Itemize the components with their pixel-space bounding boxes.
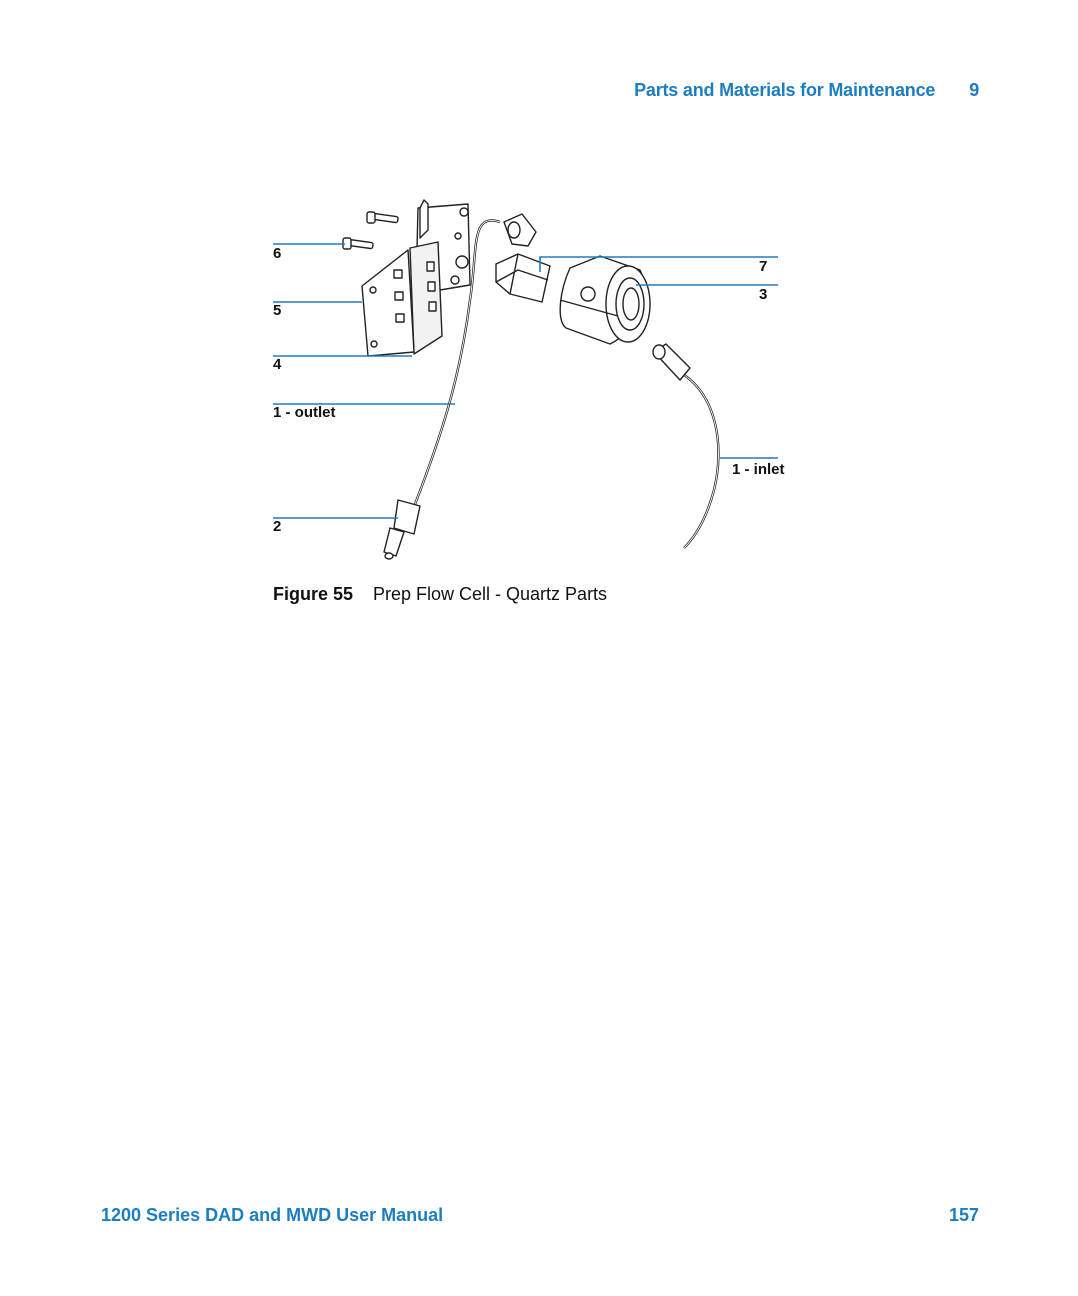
callout-4: 4 [273, 357, 281, 372]
screw-part [343, 238, 373, 249]
cell-body-part [560, 256, 650, 344]
outlet-fitting-part [504, 214, 536, 246]
exploded-parts-figure: 6 5 4 1 - outlet 2 7 3 1 - inlet [0, 0, 1078, 620]
callout-2: 2 [273, 519, 281, 534]
figure-caption-text: Prep Flow Cell - Quartz Parts [373, 584, 607, 604]
quartz-block-part [496, 254, 550, 302]
page-number: 157 [949, 1205, 979, 1226]
callout-6: 6 [273, 246, 281, 261]
figure-number: Figure 55 [273, 584, 373, 605]
manual-title: 1200 Series DAD and MWD User Manual [101, 1205, 443, 1226]
screw-part [367, 212, 398, 223]
callout-7: 7 [759, 259, 767, 274]
outlet-ferrule-part [384, 500, 420, 559]
callout-1-outlet: 1 - outlet [273, 405, 336, 420]
front-plate-part [362, 250, 414, 356]
callout-1-inlet: 1 - inlet [732, 462, 785, 477]
callout-5: 5 [273, 303, 281, 318]
inlet-fitting-part [653, 344, 690, 380]
flow-cell-parts-drawing [0, 0, 1078, 620]
window-holder-part [410, 242, 442, 354]
callout-3: 3 [759, 287, 767, 302]
